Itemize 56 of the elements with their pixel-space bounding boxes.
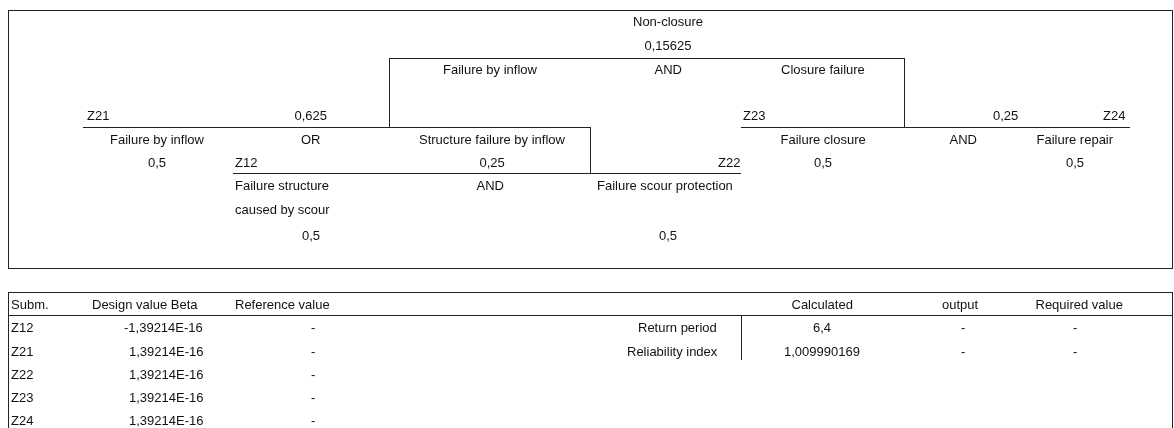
header-cell: Reference value bbox=[235, 297, 330, 313]
header-cell: output bbox=[942, 297, 979, 313]
gate-label: AND bbox=[949, 132, 977, 148]
table-cell: Return period bbox=[638, 320, 717, 336]
table-cell: - bbox=[311, 320, 316, 336]
header-cell: Subm. bbox=[11, 297, 49, 313]
event-code: Z22 bbox=[718, 155, 741, 171]
table-cell: Z21 bbox=[11, 344, 34, 360]
event-label: Failure repair bbox=[1036, 132, 1114, 148]
table-cell: -1,39214E-16 bbox=[124, 320, 203, 336]
header-cell: Design value Beta bbox=[92, 297, 198, 313]
table-cell: 6,4 bbox=[813, 320, 832, 336]
header-cell: Calculated bbox=[791, 297, 853, 313]
table-cell: 1,39214E-16 bbox=[129, 367, 204, 383]
event-label: Failure structure caused by scour bbox=[235, 177, 331, 219]
event-code: Z21 bbox=[87, 108, 110, 124]
event-code: Z24 bbox=[1103, 108, 1126, 124]
event-label: Failure by inflow bbox=[110, 132, 204, 148]
probability-value: 0,25 bbox=[479, 155, 505, 171]
probability-value: 0,5 bbox=[814, 155, 833, 171]
table-cell: Z12 bbox=[11, 320, 34, 336]
table-cell: Z22 bbox=[11, 367, 34, 383]
table-cell: Z23 bbox=[11, 390, 34, 406]
gate-label: AND bbox=[476, 178, 504, 194]
table-cell: - bbox=[311, 367, 316, 383]
gate-label: OR bbox=[301, 132, 321, 148]
table-cell: - bbox=[961, 320, 966, 336]
table-cell: - bbox=[961, 344, 966, 360]
event-label: Failure scour protection bbox=[597, 178, 733, 194]
probability-value: 0,5 bbox=[302, 228, 321, 244]
header-cell: Required value bbox=[1035, 297, 1123, 313]
table-cell: 1,39214E-16 bbox=[129, 390, 204, 406]
table-cell: Z24 bbox=[11, 413, 34, 428]
event-label: Non-closure bbox=[633, 14, 704, 30]
table-cell: - bbox=[311, 413, 316, 428]
table-cell: - bbox=[311, 344, 316, 360]
event-label: Structure failure by inflow bbox=[419, 132, 565, 148]
table-cell: 1,39214E-16 bbox=[129, 413, 204, 428]
table-cell: 1,009990169 bbox=[784, 344, 860, 360]
table-cell: - bbox=[311, 390, 316, 406]
probability-value: 0,5 bbox=[659, 228, 678, 244]
probability-value: 0,5 bbox=[1066, 155, 1085, 171]
event-code: Z23 bbox=[743, 108, 766, 124]
probability-value: 0,25 bbox=[993, 108, 1019, 124]
event-label: Closure failure bbox=[781, 62, 865, 78]
gate-label: AND bbox=[654, 62, 682, 78]
table-cell: 1,39214E-16 bbox=[129, 344, 204, 360]
table-cell: - bbox=[1073, 320, 1078, 336]
event-label: Failure by inflow bbox=[443, 62, 537, 78]
probability-value: 0,5 bbox=[148, 155, 167, 171]
probability-value: 0,625 bbox=[294, 108, 328, 124]
probability-value: 0,15625 bbox=[644, 38, 692, 54]
event-code: Z12 bbox=[235, 155, 258, 171]
table-cell: - bbox=[1073, 344, 1078, 360]
event-label: Failure closure bbox=[780, 132, 866, 148]
table-cell: Reliability index bbox=[627, 344, 718, 360]
